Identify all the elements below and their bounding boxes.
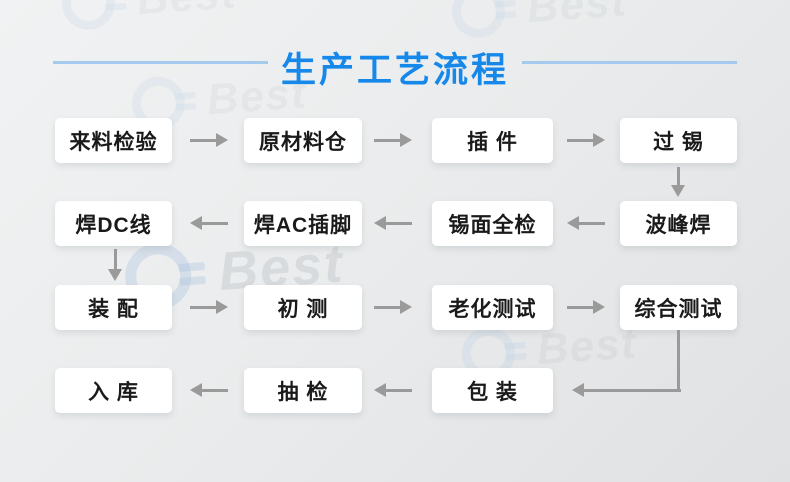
elbow-connector-arrow-left-icon bbox=[572, 383, 681, 397]
step-sampling-inspection: 抽 检 bbox=[244, 368, 362, 413]
best-logo-bars-icon bbox=[504, 341, 527, 361]
title-divider-left bbox=[53, 61, 268, 64]
page-title: 生产工艺流程 bbox=[280, 51, 509, 90]
step-incoming-inspection: 来料检验 bbox=[55, 118, 172, 163]
step-solder-surface-inspection: 锡面全检 bbox=[432, 201, 553, 246]
title-divider-right bbox=[522, 61, 737, 64]
step-warehousing: 入 库 bbox=[55, 368, 172, 413]
arrow-down-icon bbox=[671, 167, 685, 197]
step-aging-test: 老化测试 bbox=[432, 285, 553, 330]
step-wave-soldering: 波峰焊 bbox=[620, 201, 737, 246]
best-logo-ring-icon bbox=[450, 0, 507, 40]
arrow-left-icon bbox=[374, 216, 412, 230]
arrow-left-icon bbox=[374, 383, 412, 397]
arrow-right-icon bbox=[190, 133, 228, 147]
step-ac-pin-soldering: 焊AC插脚 bbox=[244, 201, 362, 246]
arrow-right-icon bbox=[567, 300, 605, 314]
watermark-text: Best bbox=[525, 0, 629, 32]
best-logo-bars-icon bbox=[178, 262, 206, 286]
step-tinning: 过 锡 bbox=[620, 118, 737, 163]
arrow-left-icon bbox=[567, 216, 605, 230]
arrow-left-icon bbox=[190, 383, 228, 397]
step-comprehensive-test: 综合测试 bbox=[620, 285, 737, 330]
arrow-right-icon bbox=[374, 300, 412, 314]
step-initial-test: 初 测 bbox=[244, 285, 362, 330]
best-logo-watermark: Best bbox=[60, 0, 239, 32]
step-packaging: 包 装 bbox=[432, 368, 553, 413]
step-component-insertion: 插 件 bbox=[432, 118, 553, 163]
step-raw-material-warehouse: 原材料仓 bbox=[244, 118, 362, 163]
best-logo-ring-icon bbox=[60, 0, 117, 32]
best-logo-watermark: Best bbox=[450, 0, 629, 40]
arrow-down-icon bbox=[108, 249, 122, 281]
arrow-right-icon bbox=[374, 133, 412, 147]
step-dc-wire-soldering: 焊DC线 bbox=[55, 201, 172, 246]
best-logo-bars-icon bbox=[174, 91, 197, 111]
best-logo-bars-icon bbox=[494, 0, 517, 19]
arrow-right-icon bbox=[567, 133, 605, 147]
elbow-connector-vertical bbox=[677, 330, 680, 392]
arrow-left-icon bbox=[190, 216, 228, 230]
arrow-right-icon bbox=[190, 300, 228, 314]
watermark-text: Best bbox=[135, 0, 238, 25]
best-logo-bars-icon bbox=[105, 0, 127, 11]
step-assembly: 装 配 bbox=[55, 285, 172, 330]
